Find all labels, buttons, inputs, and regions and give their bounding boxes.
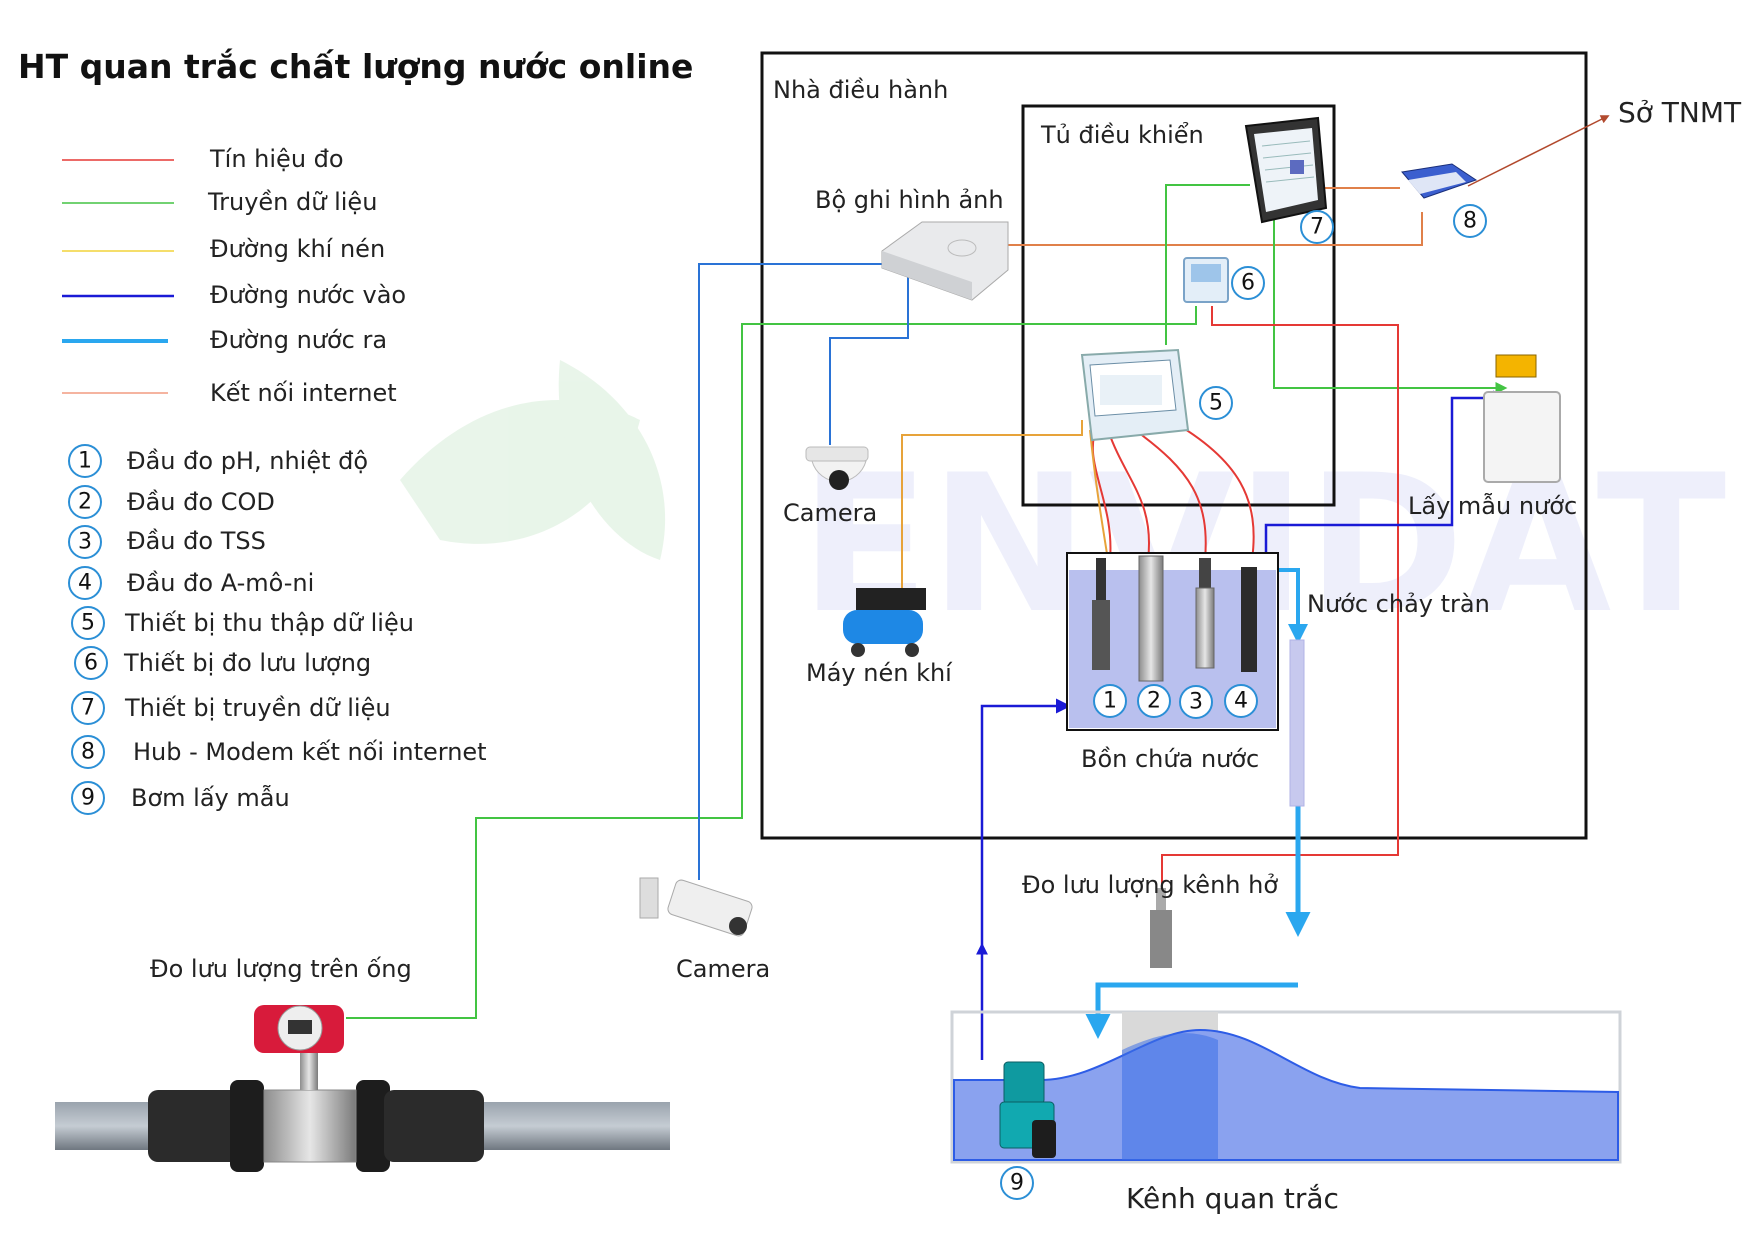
overflow-tube [1289, 639, 1305, 807]
measure-line-probe-2 [1107, 429, 1150, 561]
legend-item-5: Thiết bị thu thập dữ liệu [124, 609, 414, 637]
svg-text:9: 9 [81, 786, 95, 811]
operation-house-frame [760, 51, 1588, 840]
operation-house-label: Nhà điều hành [773, 76, 948, 104]
legend-item-1: Đầu đo pH, nhiệt độ [127, 447, 368, 475]
air-line-probe [1089, 429, 1109, 561]
legend: Tín hiệu đo Truyền dữ liệu Đường khí nén… [62, 145, 406, 407]
camera-line-indoor [829, 268, 909, 445]
agency-label: Sở TNMT [1618, 96, 1742, 129]
flow-meter-device [1183, 257, 1229, 303]
pipe-flow-label: Đo lưu lượng trên ống [150, 955, 412, 983]
legend-label-water-in: Đường nước vào [210, 281, 406, 309]
open-channel-label: Đo lưu lượng kênh hở [1022, 871, 1278, 899]
legend-item-6: Thiết bị đo lưu lượng [123, 649, 371, 677]
data-line-transmitter-sampler [1273, 210, 1508, 394]
indoor-camera [805, 446, 869, 490]
legend-item-7: Thiết bị truyền dữ liệu [124, 694, 391, 722]
badge-5: 5 [1209, 391, 1223, 416]
cod-probe [1138, 555, 1164, 682]
water-out-line-overflow [1278, 568, 1308, 644]
modem [1401, 163, 1478, 199]
indoor-camera-label: Camera [783, 499, 877, 527]
outdoor-camera [639, 877, 753, 937]
tank-badge-1: 1 [1103, 689, 1117, 714]
page-title: HT quan trắc chất lượng nước online [18, 47, 693, 86]
legend-item-2: Đầu đo COD [127, 488, 275, 516]
tank-label: Bồn chứa nước [1081, 745, 1259, 773]
sampler-label: Lấy mẫu nước [1408, 491, 1577, 520]
tss-probe [1195, 558, 1215, 669]
badge-9: 9 [1010, 1171, 1024, 1196]
badge-7: 7 [1310, 215, 1324, 240]
open-channel-sensor [1150, 888, 1172, 968]
svg-text:3: 3 [78, 530, 92, 555]
overflow-label: Nước chảy tràn [1307, 590, 1490, 618]
pipe-flow-meter [55, 1005, 670, 1172]
svg-text:1: 1 [78, 449, 92, 474]
data-transmitter [1244, 116, 1328, 224]
outdoor-camera-label: Camera [676, 955, 770, 983]
air-compressor [843, 588, 926, 657]
badge-8: 8 [1463, 209, 1477, 234]
svg-text:8: 8 [81, 740, 95, 765]
compressor-label: Máy nén khí [806, 659, 953, 687]
data-line-pipe-meter [346, 306, 1197, 1019]
ammonium-probe [1241, 567, 1257, 672]
camera-line-outdoor [698, 263, 908, 880]
legend-label-internet: Kết nối internet [210, 379, 397, 407]
svg-text:6: 6 [84, 651, 98, 676]
legend-label-measure: Tín hiệu đo [209, 145, 344, 173]
tank-badge-4: 4 [1234, 689, 1248, 714]
legend-item-3: Đầu đo TSS [127, 527, 266, 555]
legend-label-data: Truyền dữ liệu [207, 188, 377, 216]
tank-badge-3: 3 [1189, 690, 1203, 715]
svg-text:7: 7 [81, 696, 95, 721]
ph-probe [1092, 558, 1110, 670]
video-recorder [881, 221, 1009, 301]
control-cabinet-frame [1021, 104, 1336, 507]
monitoring-channel [950, 1010, 1622, 1164]
recorder-label: Bộ ghi hình ảnh [815, 186, 1004, 214]
measure-line-probe-4 [1169, 419, 1255, 561]
internet-line-agency [1467, 115, 1610, 187]
water-out-line-return [1085, 982, 1298, 1039]
internet-line-recorder [1002, 212, 1423, 246]
data-collector [1080, 348, 1190, 442]
legend-item-8: Hub - Modem kết nối internet [133, 738, 487, 766]
water-tank: 1 2 3 4 [1066, 552, 1279, 731]
control-cabinet-label: Tủ điều khiển [1040, 121, 1204, 149]
legend-item-4: Đầu đo A-mô-ni [127, 569, 314, 597]
data-line-collector-transmitter [1165, 184, 1250, 345]
legend-label-water-out: Đường nước ra [210, 326, 387, 354]
svg-text:2: 2 [78, 490, 92, 515]
svg-text:4: 4 [78, 571, 92, 596]
air-line-compressor [901, 420, 1083, 600]
measure-line-open-channel [1161, 306, 1399, 885]
legend-label-air: Đường khí nén [210, 235, 385, 263]
measure-line-probe-3 [1134, 429, 1207, 561]
legend-items: 1 Đầu đo pH, nhiệt độ 2 Đầu đo COD 3 Đầu… [68, 444, 487, 815]
svg-text:5: 5 [81, 611, 95, 636]
channel-label: Kênh quan trắc [1126, 1182, 1339, 1215]
sampling-pump [999, 1061, 1056, 1158]
water-sampler [1483, 354, 1561, 483]
legend-item-9: Bơm lấy mẫu [131, 783, 290, 812]
tank-badge-2: 2 [1147, 689, 1161, 714]
water-in-line-tank [980, 698, 1071, 1060]
badge-6: 6 [1241, 271, 1255, 296]
